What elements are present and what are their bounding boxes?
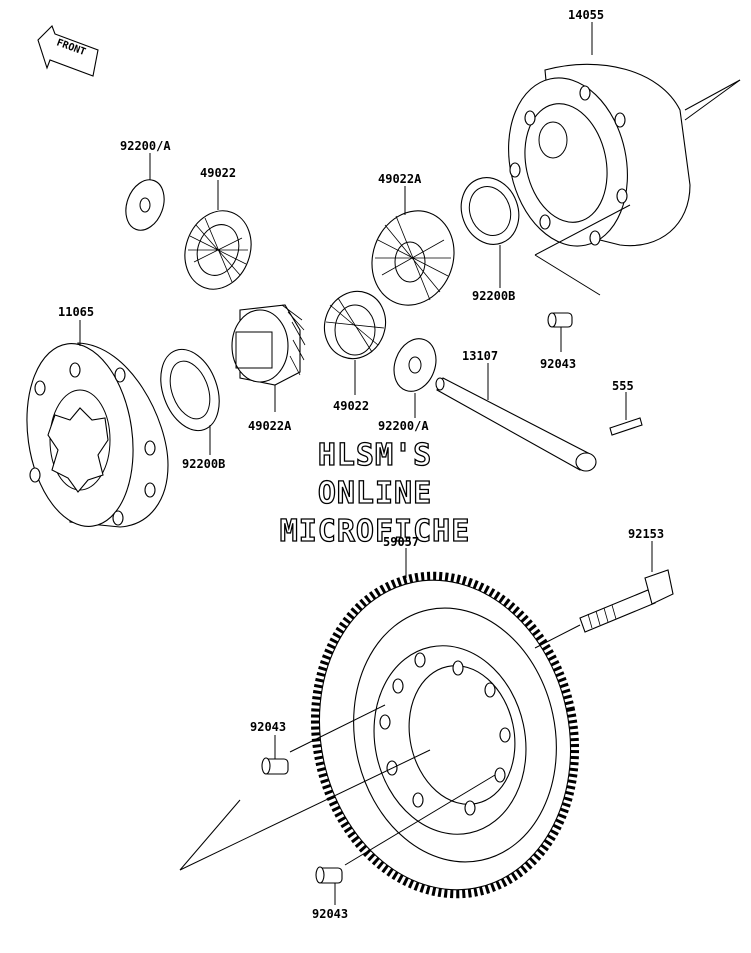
- callout-59057: 59057: [383, 535, 419, 549]
- thrust-washer-left: [160, 348, 220, 432]
- side-gear-49022a-mid: [231, 304, 306, 386]
- callout-92200a-mid: 92200/A: [378, 419, 429, 433]
- pin-92043-right: [547, 312, 573, 328]
- callout-49022a-top: 49022A: [378, 172, 422, 186]
- callout-49022a-mid: 49022A: [248, 419, 292, 433]
- callout-11065: 11065: [58, 305, 94, 319]
- callout-92043-left: 92043: [250, 720, 286, 734]
- callout-92153: 92153: [628, 527, 664, 541]
- pinion-gear-49022-mid: [323, 290, 387, 360]
- callout-13107: 13107: [462, 349, 498, 363]
- front-arrow-icon: FRONT: [37, 25, 99, 77]
- watermark: HLSM'S ONLINE MICROFICHE: [279, 437, 471, 549]
- callout-49022-mid: 49022: [333, 399, 369, 413]
- callout-92043-right: 92043: [540, 357, 576, 371]
- pin-92043-bottom: [315, 866, 343, 884]
- callout-555: 555: [612, 379, 634, 393]
- washer-92200a-top: [125, 179, 165, 231]
- thrust-washer-right: [460, 177, 520, 245]
- callout-92200a-top: 92200/A: [120, 139, 171, 153]
- watermark-line-1: HLSM'S: [318, 438, 432, 473]
- washer-92200a-mid: [393, 338, 437, 392]
- pinion-shaft: [435, 377, 597, 472]
- ring-gear-bolt-holes: [379, 652, 511, 816]
- side-gear-49022a-top: [371, 210, 455, 306]
- cover-bolt-holes: [29, 362, 156, 526]
- pinion-gear-49022-top: [184, 210, 252, 290]
- differential-case: [508, 63, 741, 247]
- pin-555: [609, 417, 643, 436]
- callout-14055: 14055: [568, 8, 604, 22]
- callout-49022-top: 49022: [200, 166, 236, 180]
- pin-92043-left: [261, 757, 289, 775]
- ring-gear: [179, 571, 580, 899]
- callout-92043-bottom: 92043: [312, 907, 348, 921]
- watermark-line-3: MICROFICHE: [280, 514, 471, 549]
- watermark-line-2: ONLINE: [318, 476, 432, 511]
- differential-cover: [26, 342, 169, 528]
- case-bolt-holes: [509, 85, 628, 246]
- callout-92200b-right: 92200B: [472, 289, 515, 303]
- bolt-92153: [579, 569, 674, 633]
- callout-92200b-left: 92200B: [182, 457, 225, 471]
